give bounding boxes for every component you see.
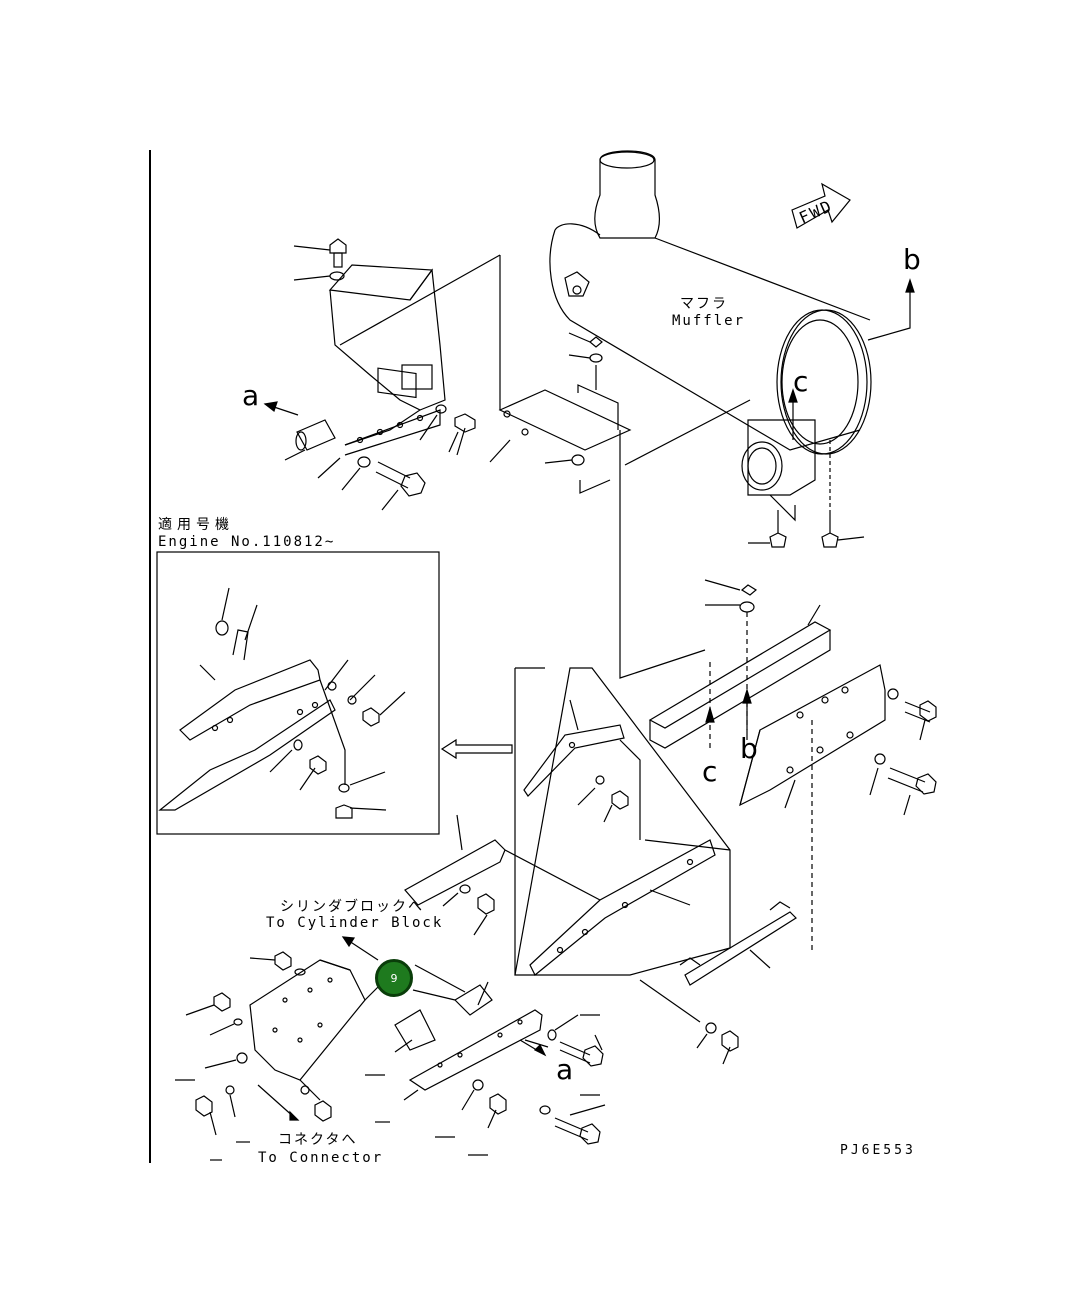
- connector-label-en: To Connector: [258, 1150, 384, 1166]
- center-bracket-drawing: [514, 667, 731, 976]
- fwd-arrow-icon: [791, 182, 851, 229]
- reference-letter-b-bottom: b: [740, 732, 758, 765]
- reference-letter-b-top: b: [903, 243, 921, 276]
- serial-label-jp: 適用号機: [158, 517, 234, 533]
- drawing-id: PJ6E553: [840, 1143, 916, 1158]
- upper-bracket-drawing: [263, 238, 476, 511]
- serial-label-en: Engine No.110812~: [158, 534, 336, 550]
- cylinder-block-label-en: To Cylinder Block: [266, 915, 444, 931]
- pointer-arrow-icon: [440, 738, 513, 760]
- inset-drawing: [158, 587, 406, 819]
- muffler-label-jp: マフラ: [680, 296, 728, 312]
- reference-letter-c-top: c: [793, 365, 809, 398]
- lower-bracket-drawing: [185, 951, 381, 1136]
- reference-letter-c-bottom: c: [702, 755, 718, 788]
- muffler-drawing: [549, 150, 872, 522]
- cylinder-block-label-jp: シリンダブロックへ: [280, 899, 424, 915]
- muffler-label-en: Muffler: [672, 313, 746, 329]
- inset-box: [156, 551, 440, 835]
- frame-rail-drawing: [648, 579, 937, 950]
- connector-label-jp: コネクタへ: [278, 1132, 358, 1148]
- reference-letter-a-bottom: a: [556, 1053, 574, 1086]
- reference-letter-a-top: a: [242, 379, 260, 412]
- callout-number: 9: [390, 971, 398, 985]
- part-callout-9[interactable]: 9: [375, 959, 413, 997]
- center-plate-drawing: [339, 254, 751, 494]
